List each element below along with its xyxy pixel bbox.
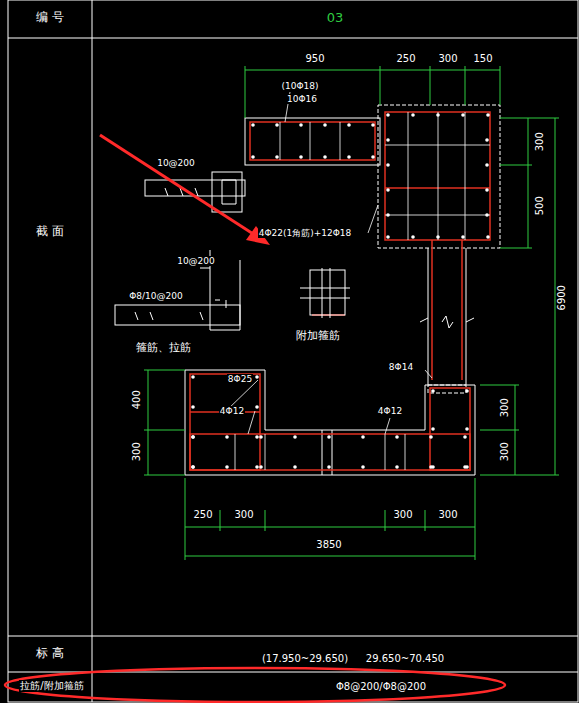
note-label: 8Φ14 — [388, 362, 414, 372]
rebar-dot — [347, 155, 351, 159]
rebar-dot — [361, 465, 365, 469]
rebar-dot — [386, 113, 390, 117]
rebar-dot — [259, 465, 263, 469]
rebar-dot — [299, 123, 303, 127]
note-label: 10Φ16 — [286, 94, 318, 104]
rebar-dot — [386, 138, 390, 142]
dimension: 300 — [392, 509, 413, 521]
rebar-dot — [255, 435, 259, 439]
dimension: 300 — [499, 441, 511, 462]
dimension: 300 — [499, 397, 511, 418]
note-label: (10Φ18) — [280, 81, 319, 91]
dimension: 950 — [304, 53, 325, 65]
rebar-dot — [293, 435, 297, 439]
rebar-dot — [463, 435, 467, 439]
rebar-dot — [191, 435, 195, 439]
rebar-dot — [436, 235, 440, 239]
rebar-dot — [461, 113, 465, 117]
dimension: 3850 — [315, 539, 342, 551]
note-label: 箍筋、拉筋 — [135, 342, 192, 355]
dimension: 300 — [534, 131, 546, 152]
rebar-dot — [411, 235, 415, 239]
rebar-dot — [293, 465, 297, 469]
rebar-dot — [347, 123, 351, 127]
dimension: 500 — [534, 195, 546, 216]
note-label: 4Φ22(1角筋)+12Φ18 — [258, 228, 353, 238]
note-label: 4Φ12 — [377, 406, 403, 416]
rebar-dot — [225, 465, 229, 469]
rebar-dot — [431, 389, 435, 393]
rebar-dot — [191, 465, 195, 469]
section-number: 03 — [326, 11, 345, 26]
rebar-dot — [255, 465, 259, 469]
rebar-dot — [436, 113, 440, 117]
rebar-dot — [485, 138, 489, 142]
rebar-dot — [485, 163, 489, 167]
dimension: 300 — [131, 441, 143, 462]
dimension: 300 — [233, 509, 254, 521]
note-label: Φ8/10@200 — [128, 291, 183, 301]
rebar-dot — [191, 375, 195, 379]
note-label: Φ8@200/Φ8@200 — [335, 681, 427, 693]
rebar-dot — [395, 435, 399, 439]
rebar-dot — [465, 465, 469, 469]
rebar-dot — [259, 435, 263, 439]
rebar-dot — [225, 435, 229, 439]
rebar-dot — [191, 465, 195, 469]
dimension: 250 — [395, 53, 416, 65]
rebar-dot — [275, 123, 279, 127]
note-label: 附加箍筋 — [295, 330, 341, 343]
rebar-dot — [255, 405, 259, 409]
rebar-dot — [251, 123, 255, 127]
rebar-dot — [191, 435, 195, 439]
rebar-dot — [411, 113, 415, 117]
note-label: 29.650~70.450 — [365, 653, 445, 665]
rebar-dot — [485, 188, 489, 192]
rebar-dot — [431, 465, 435, 469]
rebar-dot — [371, 155, 375, 159]
note-label: 截 面 — [35, 225, 65, 239]
rebar-dot — [429, 435, 433, 439]
rebar-dot — [465, 427, 469, 431]
dimension: 6900 — [556, 284, 568, 311]
note-label: 10@200 — [176, 256, 216, 266]
rebar-dot — [431, 427, 435, 431]
rebar-dot — [486, 235, 490, 239]
note-label: 8Φ25 — [227, 374, 253, 384]
note-label: 拉筋/附加箍筋 — [19, 680, 84, 692]
rebar-dot — [386, 235, 390, 239]
rebar-dot — [486, 113, 490, 117]
rebar-dot — [465, 389, 469, 393]
rebar-dot — [299, 155, 303, 159]
dimension: 150 — [472, 53, 493, 65]
rebar-dot — [386, 188, 390, 192]
rebar-dot — [461, 235, 465, 239]
dimension: 250 — [192, 509, 213, 521]
note-label: 编 号 — [35, 11, 65, 25]
rebar-dot — [386, 163, 390, 167]
dimension: 300 — [437, 509, 458, 521]
rebar-dot — [327, 465, 331, 469]
rebar-dot — [251, 155, 255, 159]
note-label: 4Φ12 — [219, 406, 245, 416]
note-label: 标 高 — [35, 647, 65, 661]
rebar-dot — [191, 405, 195, 409]
rebar-dot — [255, 375, 259, 379]
rebar-dot — [361, 435, 365, 439]
rebar-dot — [323, 123, 327, 127]
rebar-dot — [485, 213, 489, 217]
note-label: (17.950~29.650) — [261, 653, 349, 665]
rebar-dot — [327, 435, 331, 439]
dimension: 300 — [437, 53, 458, 65]
dimension: 400 — [131, 389, 143, 410]
rebar-dot — [275, 155, 279, 159]
rebar-dot — [395, 465, 399, 469]
rebar-dot — [386, 213, 390, 217]
rebar-dot — [371, 123, 375, 127]
rebar-dot — [323, 155, 327, 159]
note-label: 10@200 — [156, 158, 196, 168]
